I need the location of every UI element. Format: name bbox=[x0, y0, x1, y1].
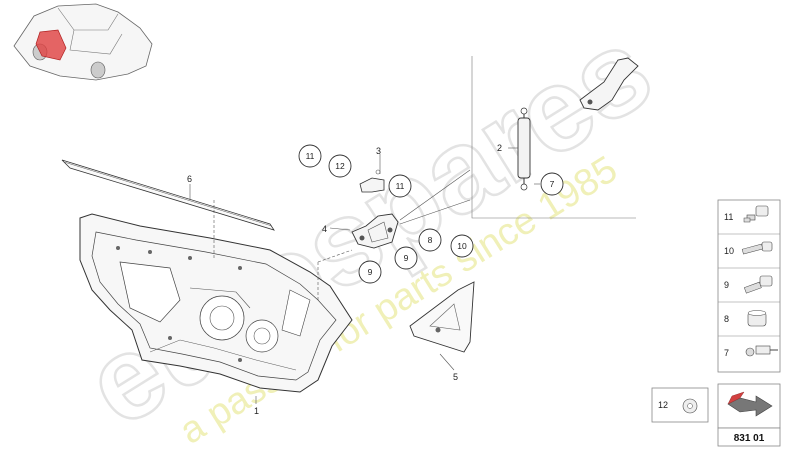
svg-text:11: 11 bbox=[724, 212, 733, 222]
circle-callout-10: 10 bbox=[450, 234, 474, 258]
circle-callout-11-b: 11 bbox=[388, 174, 412, 198]
fastener-legend: 11 10 9 8 bbox=[717, 199, 781, 373]
svg-text:10: 10 bbox=[724, 246, 734, 256]
circle-callout-9-b: 9 bbox=[358, 260, 382, 284]
hinge-arm bbox=[579, 57, 639, 111]
callout-2: 2 bbox=[497, 143, 502, 153]
svg-text:9: 9 bbox=[368, 267, 373, 277]
svg-text:7: 7 bbox=[724, 348, 729, 358]
door-seal-strip bbox=[61, 159, 275, 231]
svg-text:10: 10 bbox=[457, 241, 467, 251]
diagram-code-box: 831 01 bbox=[717, 383, 781, 447]
legend-row-11: 11 bbox=[724, 205, 769, 223]
car-thumbnail bbox=[13, 3, 153, 81]
bolt-flanged-icon bbox=[743, 205, 769, 223]
washer-box: 12 bbox=[651, 387, 709, 423]
svg-text:9: 9 bbox=[404, 253, 409, 263]
svg-text:12: 12 bbox=[335, 161, 345, 171]
diagram-code: 831 01 bbox=[734, 433, 765, 444]
svg-text:8: 8 bbox=[724, 314, 729, 324]
leader-lines bbox=[189, 56, 636, 404]
highlighted-door bbox=[35, 29, 67, 61]
ball-stud-icon bbox=[745, 345, 778, 357]
svg-text:8: 8 bbox=[428, 235, 433, 245]
spacer-sleeve-icon bbox=[747, 310, 767, 327]
callout-1: 1 bbox=[254, 406, 259, 416]
legend-row-10: 10 bbox=[724, 241, 773, 256]
door-hinge bbox=[351, 213, 399, 249]
circle-callout-12: 12 bbox=[328, 154, 352, 178]
bolt-long-icon bbox=[741, 241, 773, 255]
circle-callout-8: 8 bbox=[418, 228, 442, 252]
svg-text:7: 7 bbox=[550, 179, 555, 189]
svg-text:9: 9 bbox=[724, 280, 729, 290]
washer-number: 12 bbox=[658, 400, 668, 410]
legend-row-7: 7 bbox=[724, 345, 778, 358]
legend-row-9: 9 bbox=[724, 275, 773, 294]
direction-arrow-icon bbox=[727, 391, 773, 417]
legend-row-8: 8 bbox=[724, 310, 767, 327]
bolt-short-icon bbox=[743, 275, 773, 294]
callout-3: 3 bbox=[376, 146, 381, 156]
callout-6: 6 bbox=[187, 174, 192, 184]
svg-text:11: 11 bbox=[396, 181, 405, 191]
hinge-bracket bbox=[359, 169, 385, 193]
door-trim-triangle bbox=[409, 281, 475, 353]
callout-5: 5 bbox=[453, 372, 458, 382]
washer-icon bbox=[682, 398, 698, 414]
door-panel bbox=[79, 213, 353, 393]
callout-4: 4 bbox=[322, 224, 327, 234]
gas-strut bbox=[517, 107, 531, 191]
circle-callout-11-a: 11 bbox=[298, 144, 322, 168]
circle-callout-9-a: 9 bbox=[394, 246, 418, 270]
circle-callout-7: 7 bbox=[540, 172, 564, 196]
svg-text:11: 11 bbox=[306, 151, 315, 161]
